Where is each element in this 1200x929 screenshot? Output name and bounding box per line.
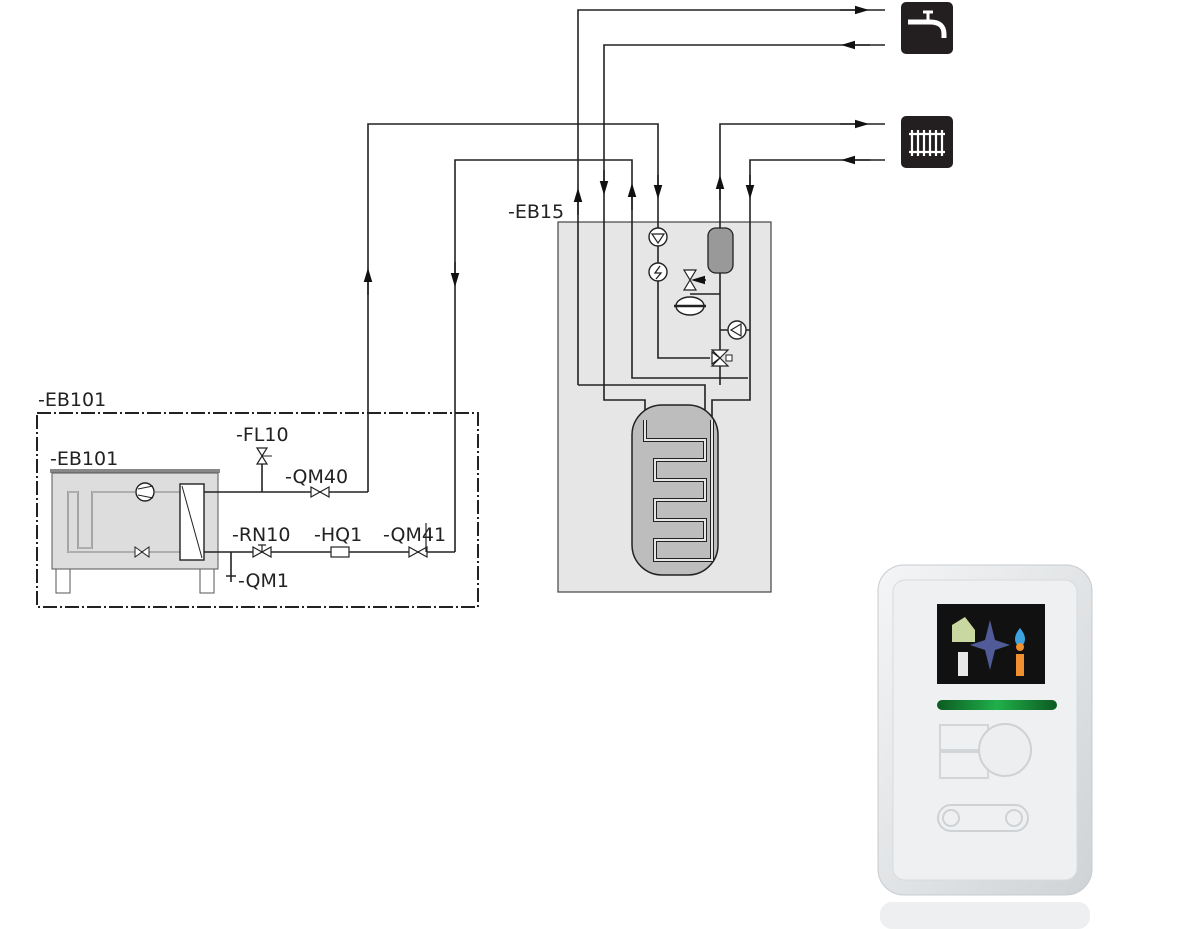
- qm1-label: -QM1: [238, 570, 289, 592]
- compressor-icon: [135, 482, 155, 502]
- electric-heater-icon: [648, 262, 668, 282]
- hq1-filter-icon: [330, 546, 350, 558]
- control-knob: [978, 723, 1032, 777]
- hq1-label: -HQ1: [314, 524, 362, 546]
- rn10-valve-icon: [252, 544, 272, 559]
- fl10-label: -FL10: [236, 424, 289, 446]
- qm41-valve-icon: [408, 545, 428, 559]
- status-light-bar: [937, 700, 1057, 710]
- radiator-icon: [901, 116, 953, 168]
- eb15-label: -EB15: [508, 201, 564, 223]
- eb101-inner-label: -EB101: [50, 448, 118, 470]
- qm40-label: -QM40: [285, 466, 348, 488]
- qm40-valve-icon: [310, 485, 330, 499]
- rn10-label: -RN10: [232, 524, 290, 546]
- eb101-boundary: [36, 412, 479, 608]
- qm41-label: -QM41: [383, 524, 446, 546]
- control-unit: [877, 564, 1093, 929]
- eb101-outer-label: -EB101: [38, 389, 106, 411]
- hot-water-tank: [631, 404, 719, 576]
- button-bar: [937, 804, 1029, 832]
- tap-icon: [901, 2, 953, 54]
- outdoor-unit: [50, 469, 220, 594]
- buffer-vessel-icon: [707, 227, 734, 274]
